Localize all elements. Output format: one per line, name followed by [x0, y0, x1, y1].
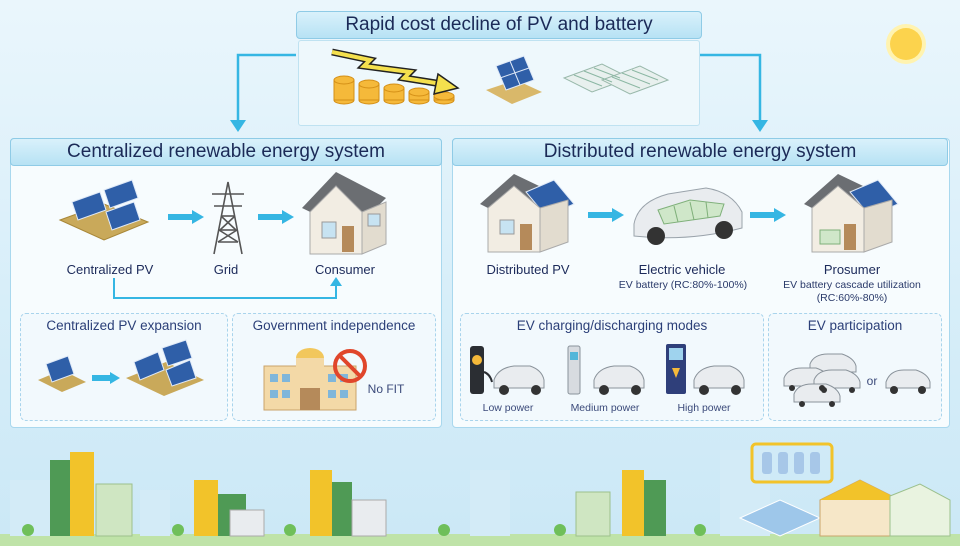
expansion-arrow: [92, 372, 120, 384]
ev-participation-title: EV participation: [807, 318, 903, 333]
medium-power-label: Medium power: [570, 402, 640, 414]
centralized-title: Centralized renewable energy system: [67, 141, 385, 162]
arrow-to-centralized: [230, 53, 296, 132]
or-label: or: [866, 374, 878, 388]
prosumer-house-icon: [804, 174, 899, 253]
label-distributed-pv: Distributed PV: [486, 262, 570, 277]
label-grid: Grid: [213, 262, 239, 277]
label-electric-vehicle: Electric vehicle: [638, 262, 726, 277]
single-ev-icon: [885, 369, 931, 394]
centralized-title-banner: Centralized renewable energy system: [10, 138, 442, 166]
high-power-label: High power: [677, 402, 731, 414]
arrow-to-distributed: [700, 53, 768, 132]
prohibited-icon: [333, 349, 367, 383]
low-power-label: Low power: [482, 402, 534, 414]
government-title: Government independence: [252, 318, 416, 333]
cascade-label: EV battery cascade utilization: [783, 279, 921, 291]
centralized-pv-icon: [58, 179, 150, 241]
distributed-pv-house-icon: [480, 174, 575, 253]
consumer-house-icon: [302, 172, 387, 255]
arrow-ev-to-prosumer: [750, 208, 786, 222]
label-centralized-pv: Centralized PV: [66, 262, 154, 277]
arrow-dpv-to-ev: [588, 208, 624, 222]
sun-icon: [886, 24, 926, 64]
large-pv-icon: [126, 339, 204, 396]
ev-battery-label: EV battery (RC:80%-100%): [618, 279, 748, 291]
label-consumer: Consumer: [315, 262, 375, 277]
distributed-title-banner: Distributed renewable energy system: [452, 138, 948, 166]
arrow-grid-to-consumer: [258, 210, 294, 224]
top-title: Rapid cost decline of PV and battery: [345, 14, 653, 35]
pv-expansion-title: Centralized PV expansion: [46, 318, 202, 333]
cityscape-illustration: [0, 442, 960, 546]
no-fit-label: No FIT: [367, 382, 405, 396]
electric-vehicle-icon: [633, 187, 743, 245]
cascade-rc-label: (RC:60%-80%): [816, 292, 888, 304]
ev-modes-title: EV charging/discharging modes: [516, 318, 708, 333]
high-power-charger-icon: [666, 344, 745, 395]
bypass-arrow: [113, 277, 342, 299]
grid-tower-icon: [212, 181, 244, 255]
arrow-pv-to-grid: [168, 210, 204, 224]
battery-cells-icon: [562, 63, 670, 95]
label-prosumer: Prosumer: [823, 262, 881, 277]
medium-power-charger-icon: [567, 345, 645, 395]
small-pv-icon: [38, 355, 86, 392]
top-title-banner: Rapid cost decline of PV and battery: [296, 11, 702, 39]
ev-fleet-icon: [783, 353, 861, 407]
low-power-charger-icon: [470, 346, 545, 395]
coins-decline-icon: [331, 48, 460, 105]
government-building-icon: [263, 348, 357, 411]
distributed-title: Distributed renewable energy system: [543, 141, 857, 162]
solar-panel-icon: [486, 55, 542, 104]
